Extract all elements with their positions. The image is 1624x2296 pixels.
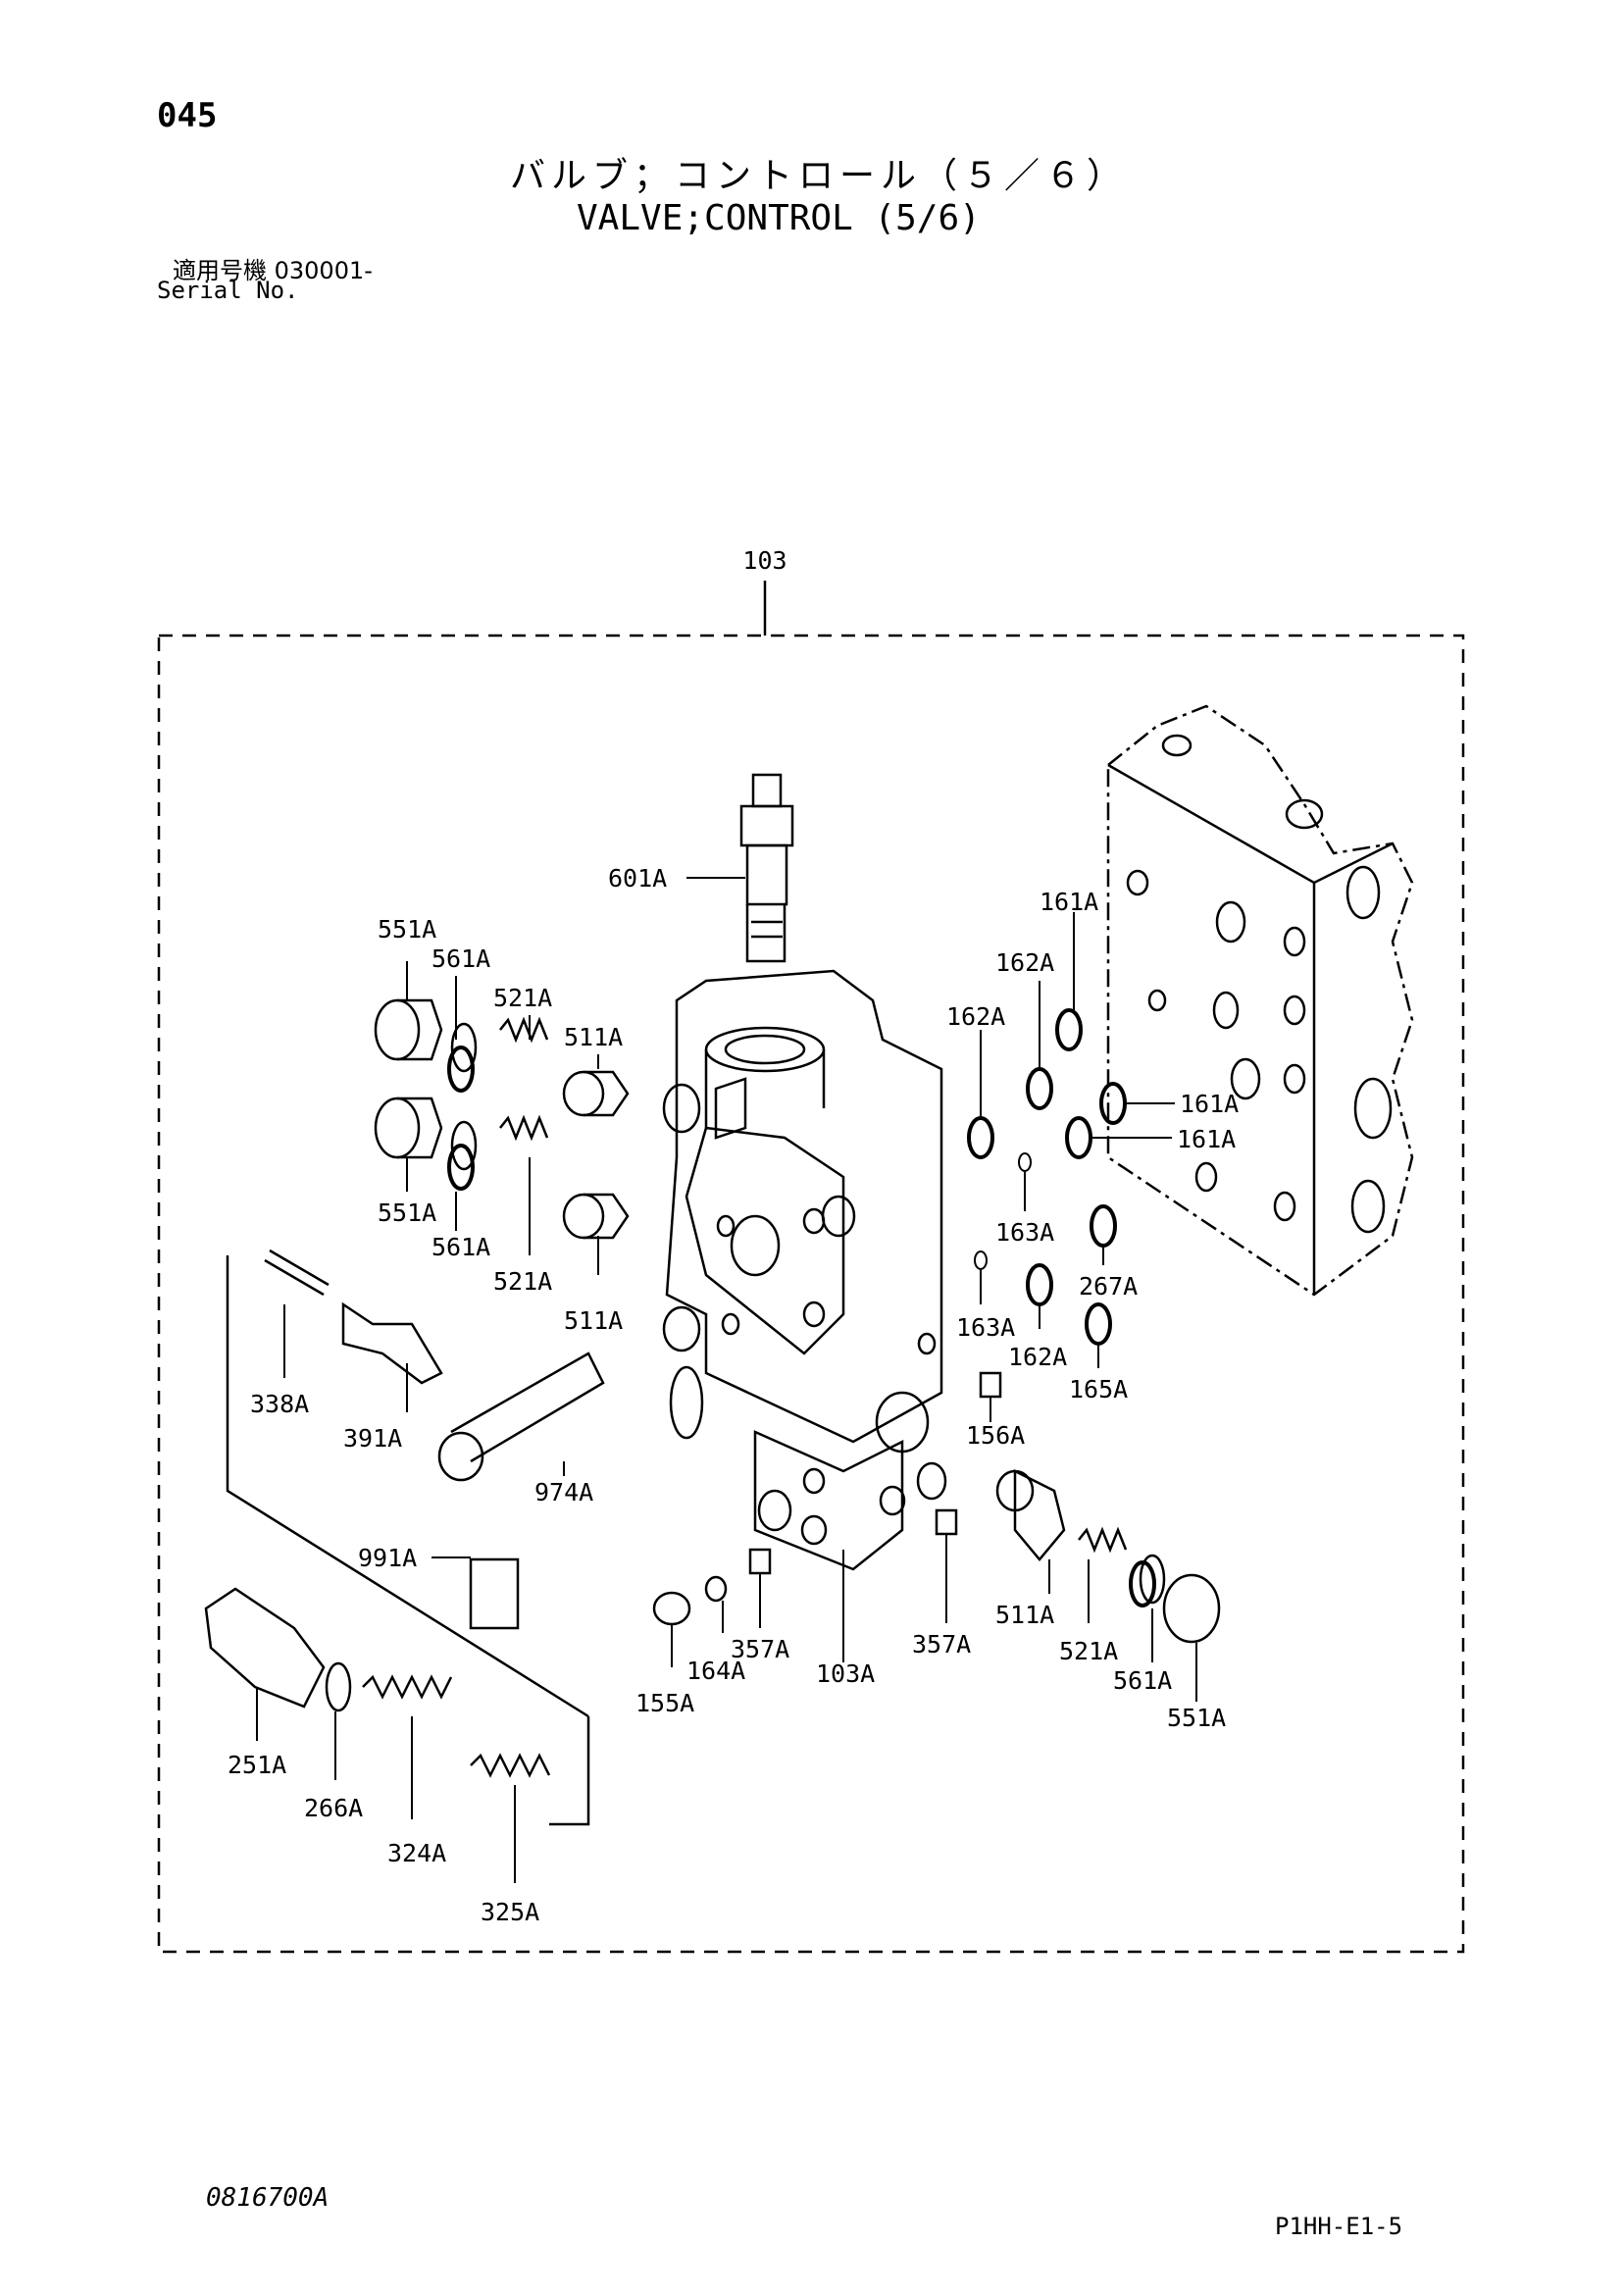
callout-324a: 324A — [387, 1839, 446, 1867]
callout-521a-3: 521A — [1059, 1637, 1118, 1665]
callout-338a: 338A — [250, 1390, 309, 1418]
leader-lines — [256, 877, 1197, 1883]
callout-156a: 156A — [966, 1421, 1025, 1450]
title-english: VALVE;CONTROL (5/6) — [577, 198, 981, 238]
callout-155a: 155A — [635, 1689, 694, 1717]
callout-511a-2: 511A — [564, 1306, 623, 1335]
serial-label-japanese: 適用号機 030001- — [173, 257, 373, 284]
callout-162a-2: 162A — [946, 1002, 1005, 1031]
callout-251a: 251A — [228, 1751, 286, 1779]
sheet-code: P1HH-E1-5 — [1275, 2213, 1403, 2240]
callout-162a: 162A — [995, 948, 1054, 977]
callout-551a: 551A — [378, 915, 436, 944]
drawing-code: 0816700A — [206, 2183, 330, 2213]
callout-357a-2: 357A — [912, 1630, 971, 1658]
page-number: 045 — [157, 96, 218, 135]
callout-521a-2: 521A — [493, 1267, 552, 1296]
small-o-ring-group — [974, 1152, 1032, 1270]
callout-511a: 511A — [564, 1023, 623, 1051]
callout-325a: 325A — [481, 1898, 539, 1926]
callout-601a: 601A — [608, 864, 667, 893]
callout-391a: 391A — [343, 1424, 402, 1453]
callout-163a: 163A — [995, 1218, 1054, 1247]
relief-valve-part — [739, 773, 794, 963]
callout-511a-3: 511A — [995, 1601, 1054, 1629]
callout-164a: 164A — [686, 1657, 745, 1685]
callout-974a: 974A — [534, 1478, 593, 1506]
callout-561a-2: 561A — [431, 1233, 490, 1261]
callout-163a-2: 163A — [956, 1313, 1015, 1342]
callout-991a: 991A — [358, 1544, 417, 1572]
valve-block-section — [1106, 704, 1414, 1297]
plug-spring-group-right — [652, 1332, 1221, 1644]
callout-103a: 103A — [816, 1659, 875, 1688]
callout-165a: 165A — [1069, 1375, 1128, 1403]
callout-521a: 521A — [493, 984, 552, 1012]
callout-266a: 266A — [304, 1794, 363, 1822]
callout-267a: 267A — [1079, 1272, 1138, 1301]
callout-551a-2: 551A — [378, 1199, 436, 1227]
callout-161a-3: 161A — [1177, 1125, 1236, 1153]
spool-bolt-group — [226, 1249, 605, 1826]
assembly-boundary — [157, 634, 1465, 1954]
o-ring-group — [447, 1008, 1156, 1607]
callout-162a-3: 162A — [1008, 1343, 1067, 1371]
serial-label-english: Serial No. — [157, 277, 299, 304]
callout-labels: 601A 551A 561A 521A 511A 551A 561A 521A … — [228, 864, 1239, 1926]
plug-spring-group-upper — [374, 998, 630, 1240]
assembly-label: 103 — [742, 546, 787, 575]
callout-161a: 161A — [1040, 888, 1098, 916]
plug-spring-group-lower — [204, 1587, 551, 1778]
valve-section-body — [662, 969, 947, 1571]
title-japanese: バルブ；コントロール（５／６） — [510, 156, 1129, 196]
callout-561a: 561A — [431, 944, 490, 973]
callout-161a-2: 161A — [1180, 1090, 1239, 1118]
callout-357a: 357A — [731, 1635, 789, 1663]
callout-561a-3: 561A — [1113, 1666, 1172, 1695]
callout-551a-3: 551A — [1167, 1704, 1226, 1732]
